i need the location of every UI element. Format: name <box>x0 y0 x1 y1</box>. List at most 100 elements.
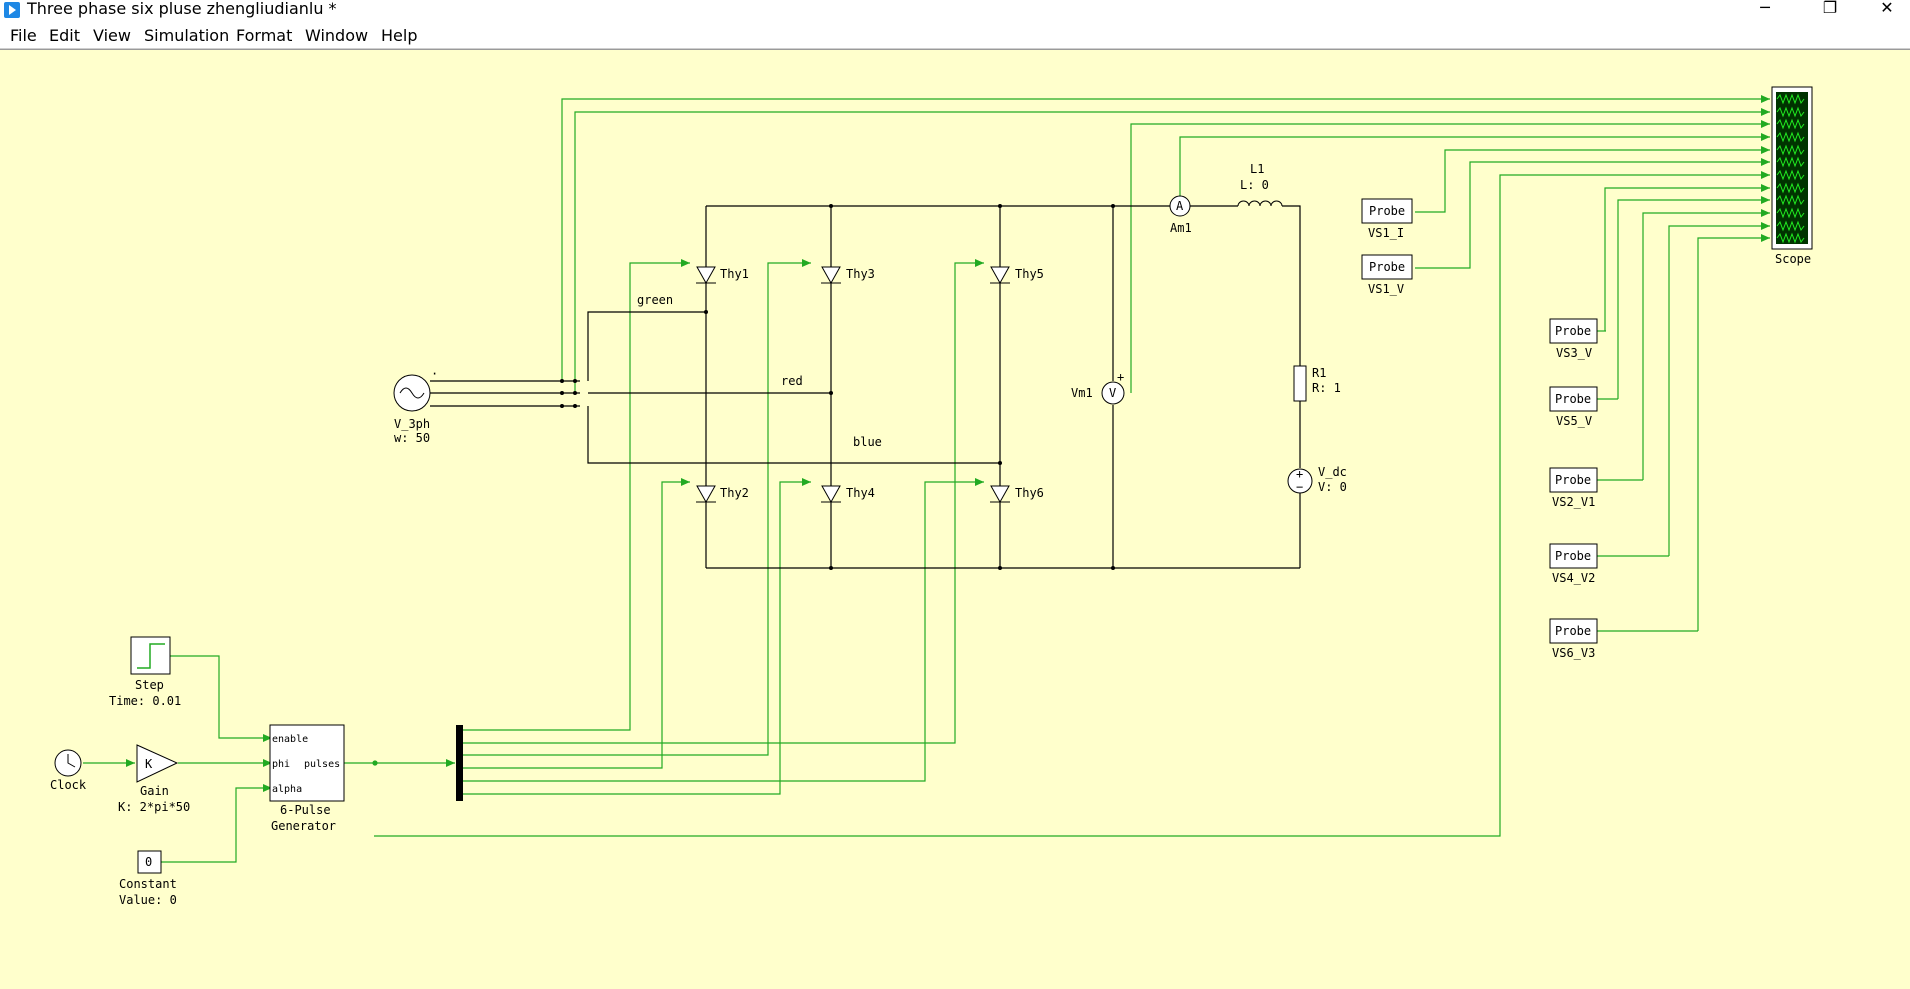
step-block[interactable] <box>130 636 171 675</box>
menu-file[interactable]: File <box>10 26 37 45</box>
thyristor-thy1[interactable] <box>696 266 716 285</box>
menu-bar: File Edit View Simulation Format Window … <box>0 22 1910 49</box>
schematic-svg: green red blue · V_3ph w: 50 Thy1 Thy3 T… <box>50 86 1813 907</box>
restore-button[interactable]: ❐ <box>1822 0 1838 17</box>
probe-vs2-v1-name: VS2_V1 <box>1552 495 1595 509</box>
probe-vs6-v3-text: Probe <box>1555 624 1591 638</box>
dc-source[interactable] <box>1287 468 1313 494</box>
thyristor-thy5[interactable] <box>990 266 1010 285</box>
menu-format[interactable]: Format <box>236 26 293 45</box>
dc-param: V: 0 <box>1318 480 1347 494</box>
scope[interactable] <box>1771 86 1813 250</box>
resistor[interactable] <box>1293 365 1307 402</box>
probe-vs4-v2-text: Probe <box>1555 549 1591 563</box>
menu-view[interactable]: View <box>93 26 131 45</box>
thy4-label: Thy4 <box>846 486 875 500</box>
resistor-param: R: 1 <box>1312 381 1341 395</box>
dc-minus: − <box>1296 480 1303 494</box>
menu-edit[interactable]: Edit <box>49 26 80 45</box>
probe-vs3-v[interactable] <box>1549 318 1598 344</box>
step-name: Step <box>135 678 164 692</box>
ammeter[interactable] <box>1169 195 1191 217</box>
ammeter-name: Am1 <box>1170 221 1192 235</box>
thyristor-thy3[interactable] <box>821 266 841 285</box>
port-phi: phi <box>272 759 290 770</box>
menu-simulation[interactable]: Simulation <box>144 26 230 45</box>
gain-param: K: 2*pi*50 <box>118 800 190 814</box>
source-param: w: 50 <box>394 431 430 445</box>
dc-plus: + <box>1296 467 1303 481</box>
junction-dots <box>560 204 1115 570</box>
gate-wires <box>463 259 984 795</box>
port-pulses: pulses <box>304 759 340 770</box>
probe-vs5-v-name: VS5_V <box>1556 414 1592 428</box>
menu-window[interactable]: Window <box>305 26 369 45</box>
constant-block[interactable] <box>137 850 162 874</box>
source-name: V_3ph <box>394 417 430 431</box>
schematic-canvas[interactable]: green red blue · V_3ph w: 50 Thy1 Thy3 T… <box>0 49 1910 989</box>
probe-vs5-v-text: Probe <box>1555 392 1591 406</box>
wire-label-green: green <box>637 293 673 307</box>
gain-block[interactable] <box>136 744 179 783</box>
thy2-label: Thy2 <box>720 486 749 500</box>
minimize-button[interactable]: ─ <box>1760 0 1770 17</box>
inductor[interactable] <box>1237 200 1283 207</box>
thyristor-thy6[interactable] <box>990 485 1010 504</box>
constant-symbol: 0 <box>145 855 152 869</box>
power-wires <box>430 205 1301 569</box>
port-enable: enable <box>272 734 308 745</box>
six-pulse-generator[interactable] <box>269 724 345 802</box>
inductor-param: L: 0 <box>1240 178 1269 192</box>
scope-name: Scope <box>1775 252 1811 266</box>
probe-vs3-v-text: Probe <box>1555 324 1591 338</box>
constant-param: Value: 0 <box>119 893 177 907</box>
menu-help[interactable]: Help <box>381 26 418 45</box>
gain-name: Gain <box>140 784 169 798</box>
probe-vs3-v-name: VS3_V <box>1556 346 1592 360</box>
probe-leads <box>1597 330 1698 632</box>
port-alpha: alpha <box>272 784 302 795</box>
probe-vs2-v1[interactable] <box>1549 467 1598 493</box>
ammeter-symbol: A <box>1176 199 1184 213</box>
thy6-label: Thy6 <box>1015 486 1044 500</box>
probe-vs1-i-name: VS1_I <box>1368 226 1404 240</box>
probe-vs1-v[interactable] <box>1361 254 1413 280</box>
step-param: Time: 0.01 <box>109 694 181 708</box>
probe-vs2-v1-text: Probe <box>1555 473 1591 487</box>
pulse-gen-name-2: Generator <box>271 819 336 833</box>
probe-vs4-v2[interactable] <box>1549 543 1598 569</box>
close-button[interactable]: ✕ <box>1880 0 1894 17</box>
voltmeter[interactable] <box>1101 381 1125 405</box>
svg-text:·: · <box>431 367 438 381</box>
clock-name: Clock <box>50 778 87 792</box>
gain-symbol: K <box>145 757 153 771</box>
thyristor-thy2[interactable] <box>696 485 716 504</box>
inductor-name: L1 <box>1250 162 1264 176</box>
voltmeter-symbol: V <box>1109 386 1116 400</box>
control-wires <box>83 655 455 863</box>
voltmeter-name: Vm1 <box>1071 386 1093 400</box>
title-bar: Three phase six pluse zhengliudianlu * ─… <box>0 0 1910 20</box>
window-title: Three phase six pluse zhengliudianlu * <box>27 0 337 18</box>
wire-label-red: red <box>781 374 803 388</box>
voltmeter-plus: + <box>1117 370 1124 384</box>
probe-vs6-v3[interactable] <box>1549 618 1598 644</box>
thy5-label: Thy5 <box>1015 267 1044 281</box>
clock-block[interactable] <box>54 749 82 777</box>
dc-name: V_dc <box>1318 465 1347 479</box>
probe-vs6-v3-name: VS6_V3 <box>1552 646 1595 660</box>
probe-vs1-i[interactable] <box>1361 198 1413 224</box>
app-icon <box>4 2 20 18</box>
probe-vs1-v-name: VS1_V <box>1368 282 1404 296</box>
probe-vs1-i-text: Probe <box>1369 204 1405 218</box>
thyristor-thy4[interactable] <box>821 485 841 504</box>
probe-vs4-v2-name: VS4_V2 <box>1552 571 1595 585</box>
three-phase-source[interactable]: · <box>393 367 438 412</box>
constant-name: Constant <box>119 877 177 891</box>
pulse-gen-name-1: 6-Pulse <box>280 803 331 817</box>
demux-bar[interactable] <box>456 725 463 801</box>
probe-vs5-v[interactable] <box>1549 386 1598 412</box>
thy3-label: Thy3 <box>846 267 875 281</box>
probe-vs1-v-text: Probe <box>1369 260 1405 274</box>
thy1-label: Thy1 <box>720 267 749 281</box>
